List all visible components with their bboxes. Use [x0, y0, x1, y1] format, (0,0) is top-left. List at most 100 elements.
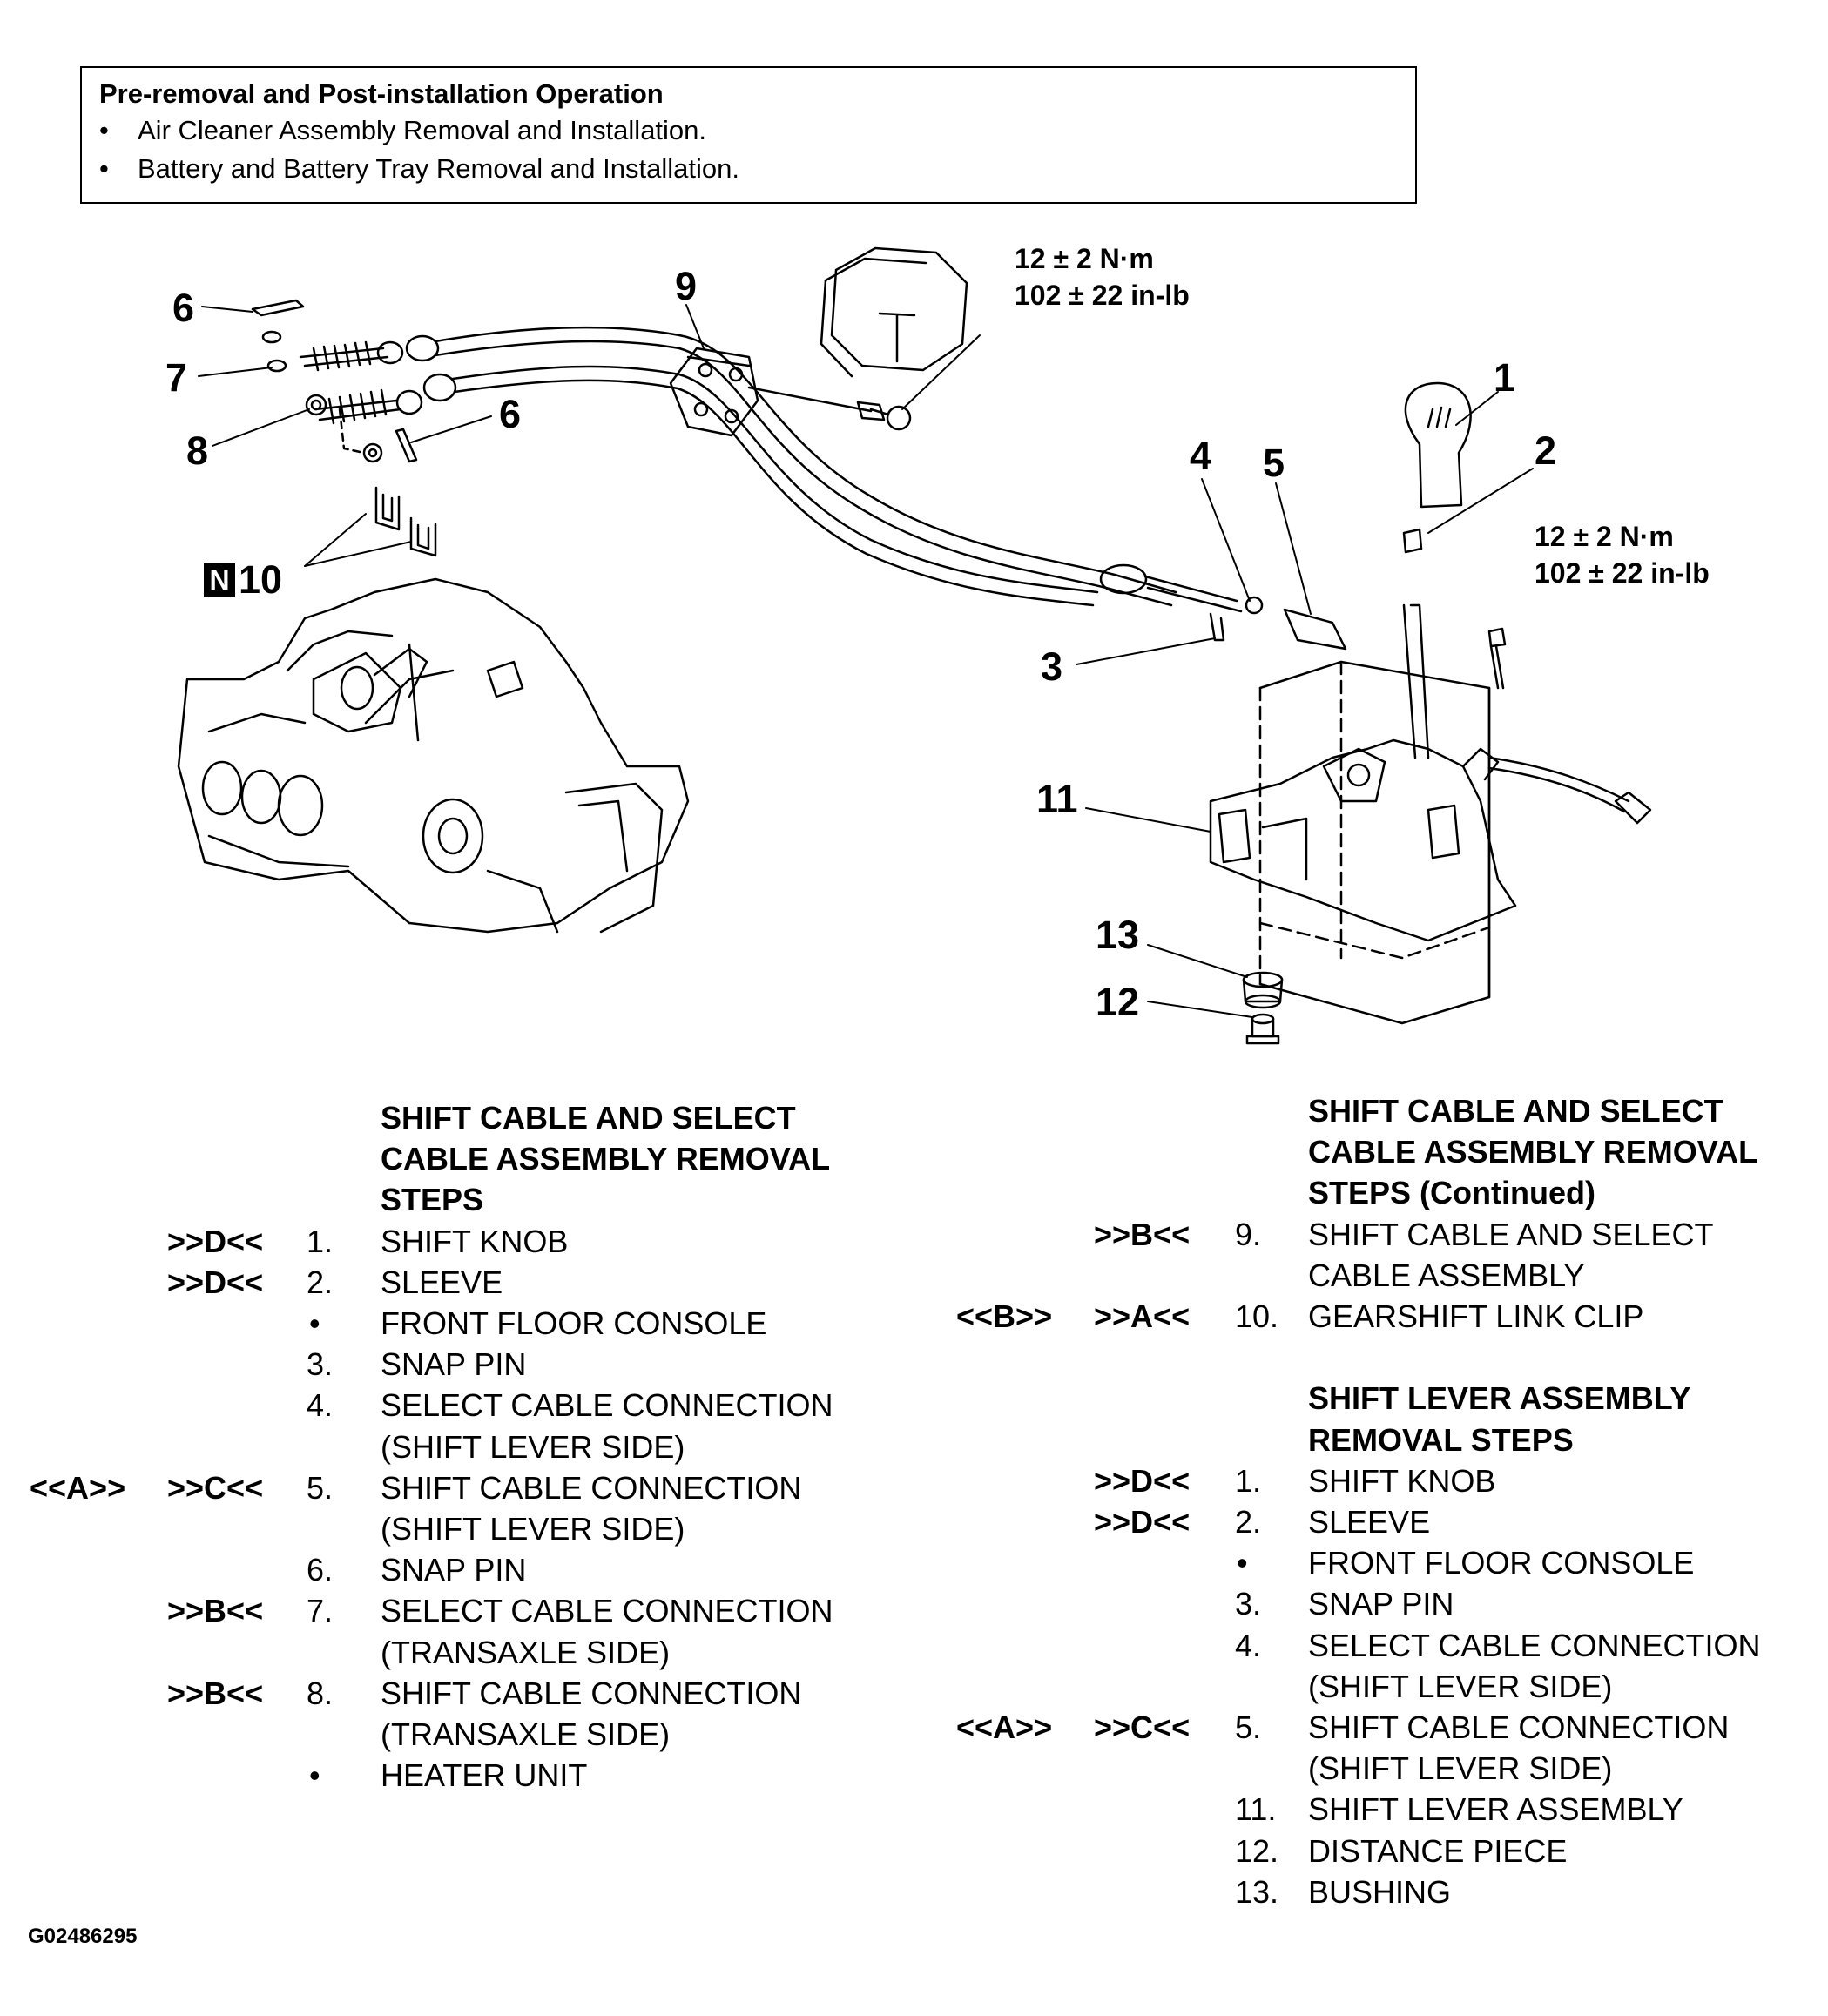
- figure-id: G02486295: [28, 1925, 138, 1948]
- installation-mark: >>D<<: [1094, 1462, 1191, 1499]
- callout-12: 12: [1096, 980, 1140, 1024]
- installation-mark: >>A<<: [1094, 1298, 1191, 1334]
- step-number: 5.: [1235, 1709, 1262, 1745]
- cable-ends: [299, 334, 457, 425]
- step-text: DISTANCE PIECE: [1308, 1832, 1568, 1869]
- step-number: 1.: [1235, 1462, 1262, 1499]
- step-number: 5.: [307, 1469, 334, 1506]
- transaxle-housing: [177, 577, 690, 934]
- step-text: SELECT CABLE CONNECTION: [1308, 1627, 1761, 1663]
- section-heading: SHIFT CABLE AND SELECT: [381, 1100, 796, 1136]
- snap-pins-and-washers: [251, 299, 418, 463]
- callout-9: 9: [675, 264, 698, 308]
- step-text: BUSHING: [1308, 1873, 1452, 1910]
- callout-3: 3: [1041, 644, 1063, 689]
- pre-removal-item: •Battery and Battery Tray Removal and In…: [99, 153, 739, 185]
- bolt-right: [1487, 627, 1507, 690]
- step-number: •: [309, 1757, 320, 1794]
- section-heading: REMOVAL STEPS: [1308, 1421, 1574, 1458]
- callout-10-number: 10: [239, 557, 283, 602]
- step-text: SELECT CABLE CONNECTION: [381, 1387, 833, 1424]
- section-heading: SHIFT LEVER ASSEMBLY: [1308, 1380, 1691, 1417]
- section-heading: STEPS: [381, 1182, 484, 1218]
- step-number: 2.: [307, 1264, 334, 1300]
- new-part-tag: N: [204, 563, 235, 597]
- gearshift-link-clips: [374, 486, 437, 557]
- installation-mark: >>D<<: [167, 1223, 264, 1259]
- step-text: CABLE ASSEMBLY: [1308, 1257, 1585, 1293]
- section-heading: SHIFT CABLE AND SELECT: [1308, 1093, 1723, 1129]
- step-text: HEATER UNIT: [381, 1757, 588, 1794]
- installation-mark: >>B<<: [1094, 1216, 1191, 1252]
- callout-7: 7: [165, 355, 188, 400]
- step-number: 11.: [1235, 1791, 1277, 1828]
- callout-6-lower: 6: [499, 392, 522, 436]
- installation-mark: >>B<<: [167, 1593, 264, 1629]
- step-text: (SHIFT LEVER SIDE): [381, 1428, 685, 1465]
- step-text: SLEEVE: [1308, 1504, 1431, 1540]
- step-text: (SHIFT LEVER SIDE): [1308, 1750, 1613, 1787]
- service-point-mark: <<A>>: [30, 1469, 126, 1506]
- callout-8: 8: [186, 428, 209, 473]
- step-text: (TRANSAXLE SIDE): [381, 1716, 671, 1752]
- step-text: SLEEVE: [381, 1264, 503, 1300]
- torque-nm: 12 ± 2 N·m: [1535, 521, 1674, 552]
- step-text: SNAP PIN: [381, 1346, 527, 1383]
- step-text: SNAP PIN: [1308, 1586, 1454, 1622]
- step-number: 3.: [1235, 1586, 1262, 1622]
- step-text: SHIFT LEVER ASSEMBLY: [1308, 1791, 1683, 1828]
- leader-lines: [198, 304, 1534, 1018]
- step-number: 7.: [307, 1593, 334, 1629]
- step-number: •: [309, 1305, 320, 1341]
- bushing: [1242, 971, 1284, 1009]
- step-text: SHIFT CABLE CONNECTION: [381, 1675, 802, 1711]
- pre-removal-item-text: Air Cleaner Assembly Removal and Install…: [138, 115, 707, 145]
- step-number: •: [1237, 1545, 1248, 1581]
- callout-6-top: 6: [172, 286, 195, 330]
- service-point-mark: <<A>>: [956, 1709, 1053, 1745]
- installation-mark: >>C<<: [1094, 1709, 1191, 1745]
- torque-inlb: 102 ± 22 in-lb: [1015, 280, 1190, 311]
- torque-spec-right: 12 ± 2 N·m 102 ± 22 in-lb: [1535, 518, 1710, 591]
- step-number: 4.: [307, 1387, 334, 1424]
- section-heading: STEPS (Continued): [1308, 1175, 1595, 1211]
- step-text: (TRANSAXLE SIDE): [381, 1634, 671, 1670]
- step-text: GEARSHIFT LINK CLIP: [1308, 1298, 1644, 1334]
- step-number: 8.: [307, 1675, 334, 1711]
- step-text: FRONT FLOOR CONSOLE: [381, 1305, 767, 1341]
- exploded-view-diagram: [177, 246, 1652, 1045]
- bolt-top: [869, 405, 912, 431]
- pre-removal-item: •Air Cleaner Assembly Removal and Instal…: [99, 115, 706, 146]
- callout-4: 4: [1190, 434, 1212, 478]
- step-text: (SHIFT LEVER SIDE): [381, 1511, 685, 1547]
- section-heading: CABLE ASSEMBLY REMOVAL: [381, 1141, 831, 1177]
- installation-mark: >>D<<: [167, 1264, 264, 1300]
- step-text: FRONT FLOOR CONSOLE: [1308, 1545, 1695, 1581]
- bullet: •: [99, 153, 109, 184]
- step-number: 4.: [1235, 1627, 1262, 1663]
- callout-11: 11: [1036, 777, 1078, 821]
- step-number: 10.: [1235, 1298, 1279, 1334]
- section-heading: CABLE ASSEMBLY REMOVAL: [1308, 1134, 1758, 1170]
- sleeve: [1402, 528, 1423, 554]
- torque-spec-top: 12 ± 2 N·m 102 ± 22 in-lb: [1015, 240, 1190, 314]
- step-number: 13.: [1235, 1873, 1279, 1910]
- callout-1: 1: [1494, 355, 1516, 400]
- installation-mark: >>D<<: [1094, 1504, 1191, 1540]
- torque-nm: 12 ± 2 N·m: [1015, 243, 1154, 274]
- pre-removal-box: Pre-removal and Post-installation Operat…: [80, 66, 1417, 204]
- step-text: (SHIFT LEVER SIDE): [1308, 1668, 1613, 1704]
- distance-piece: [1245, 1013, 1280, 1045]
- cable-bracket: [669, 347, 886, 437]
- shift-lever-assembly: [1209, 603, 1652, 1025]
- service-point-mark: <<B>>: [956, 1298, 1053, 1334]
- step-number: 9.: [1235, 1216, 1262, 1252]
- step-text: SHIFT CABLE CONNECTION: [381, 1469, 802, 1506]
- callout-5: 5: [1263, 441, 1285, 485]
- step-text: SHIFT KNOB: [381, 1223, 569, 1259]
- step-number: 12.: [1235, 1832, 1279, 1869]
- step-text: SELECT CABLE CONNECTION: [381, 1593, 833, 1629]
- pre-removal-title: Pre-removal and Post-installation Operat…: [99, 78, 664, 109]
- step-text: SHIFT KNOB: [1308, 1462, 1496, 1499]
- callout-2: 2: [1535, 428, 1557, 473]
